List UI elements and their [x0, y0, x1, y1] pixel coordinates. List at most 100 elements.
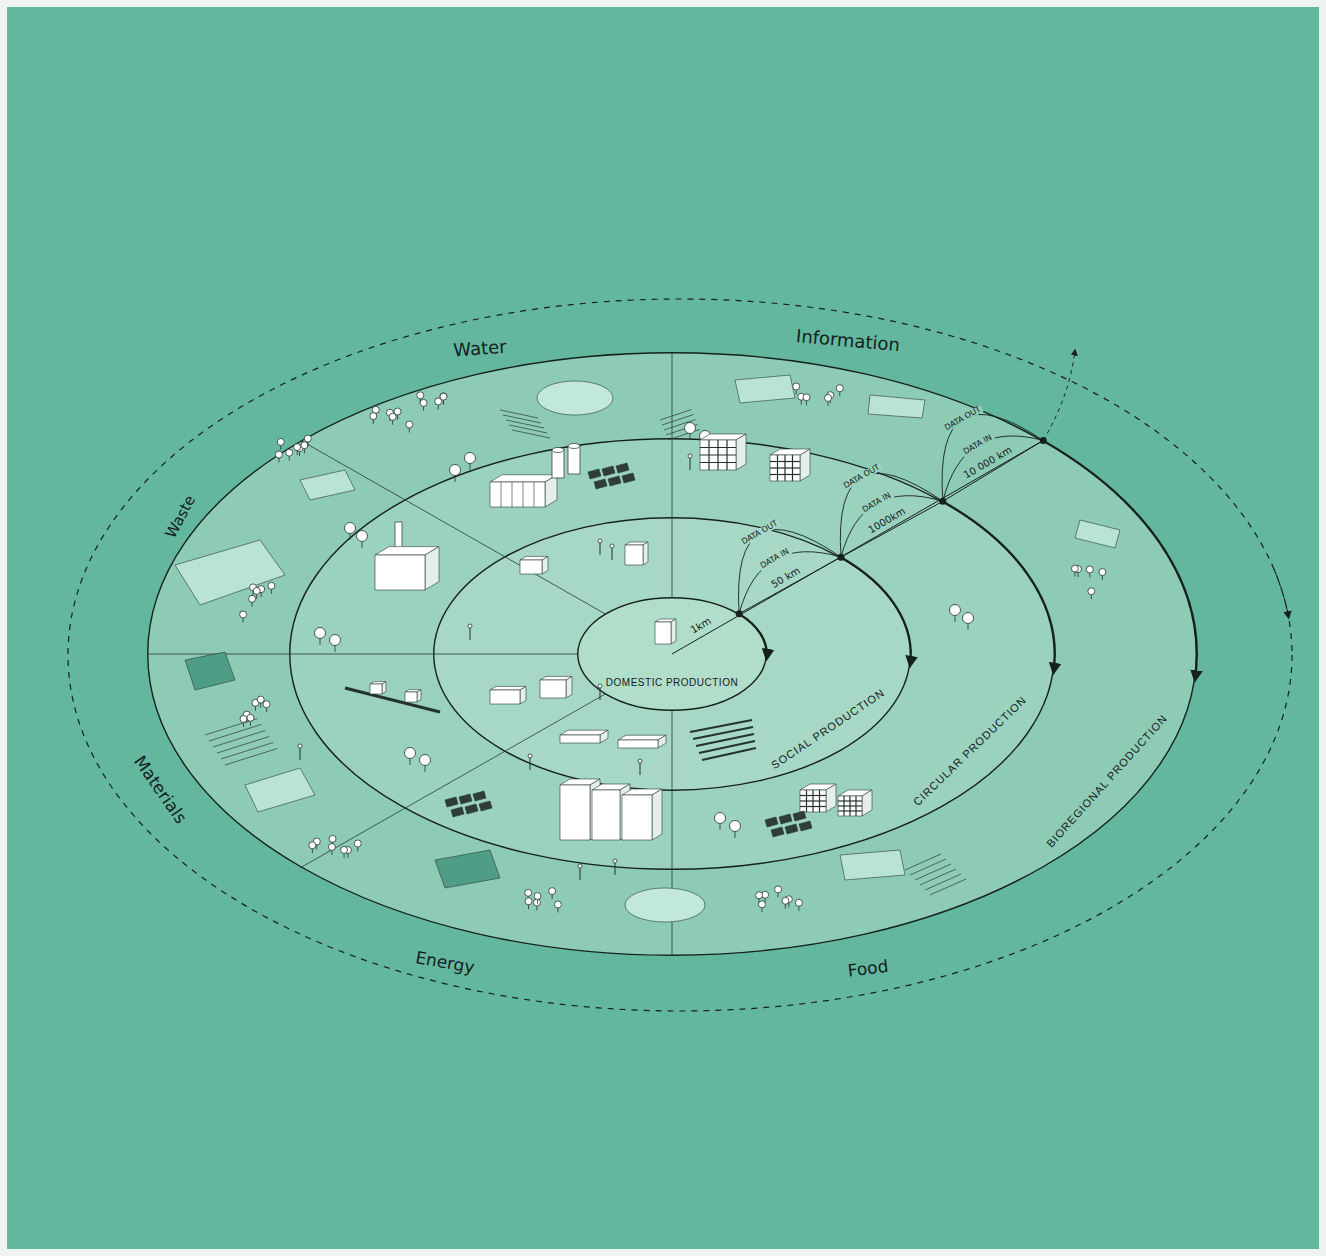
conveyor-load [370, 684, 382, 694]
tree [782, 897, 789, 904]
tree [758, 901, 765, 908]
home-unit-side [671, 619, 676, 644]
lattice-line [838, 805, 862, 806]
tree [294, 444, 301, 451]
round-tree [450, 465, 461, 476]
production-ring: DOMESTIC PRODUCTION [577, 597, 767, 711]
resource-label: Water [453, 337, 508, 361]
tree [370, 413, 377, 420]
person-head [598, 684, 602, 688]
person-head [613, 859, 617, 863]
person-head [688, 454, 692, 458]
tree [389, 413, 396, 420]
lattice-building-side [736, 434, 746, 470]
lattice-building [800, 790, 826, 812]
tree [286, 449, 293, 456]
person-head [528, 754, 532, 758]
lattice-line [700, 454, 736, 455]
person-body [470, 628, 471, 640]
machine [490, 690, 520, 704]
tree [534, 893, 541, 900]
lattice-building-side [800, 449, 810, 481]
resource-label: Food [847, 957, 890, 981]
workbench [560, 735, 600, 743]
tree [341, 846, 348, 853]
tree [301, 442, 308, 449]
ring-label: CIRCULAR PRODUCTION [911, 694, 1029, 809]
tree [253, 587, 260, 594]
lattice-line [726, 440, 727, 470]
lattice-line [855, 796, 856, 816]
tree [329, 835, 336, 842]
data-flow-label: DATA OUT [841, 462, 883, 491]
tree [533, 899, 540, 906]
lattice-line [800, 800, 826, 801]
tree [268, 582, 275, 589]
tree [1099, 569, 1106, 576]
tree [1088, 588, 1095, 595]
person-body [640, 763, 641, 775]
ring-outline [147, 352, 1197, 956]
tree [249, 595, 256, 602]
tree [263, 701, 270, 708]
round-tree [420, 755, 431, 766]
tower [622, 795, 652, 840]
tree [354, 840, 361, 847]
tree [554, 901, 561, 908]
tree [825, 394, 832, 401]
pond [537, 381, 613, 415]
silo-top [552, 448, 564, 453]
pond [625, 888, 705, 922]
round-tree [963, 613, 974, 624]
lattice-line [700, 462, 736, 463]
machine [540, 680, 566, 698]
sector-line [672, 352, 673, 597]
resource-label: Waste [163, 493, 200, 542]
lattice-line [838, 810, 862, 811]
tree [420, 399, 427, 406]
round-tree [950, 605, 961, 616]
lattice-line [792, 455, 793, 481]
distance-label: 50 km [768, 565, 804, 592]
silo [568, 446, 580, 474]
outward-arrow [1043, 350, 1075, 440]
round-tree [405, 748, 416, 759]
tree [549, 888, 556, 895]
tree [247, 714, 254, 721]
tree [440, 393, 447, 400]
tree [309, 842, 316, 849]
person-body [615, 863, 616, 875]
tree [525, 889, 532, 896]
field-patch [735, 375, 795, 403]
conveyor-load-side [417, 690, 421, 702]
data-flow-label: DATA OUT [942, 404, 984, 433]
tower-side [652, 789, 662, 840]
tree [304, 435, 311, 442]
lattice-building [700, 440, 736, 470]
person-head [610, 544, 614, 548]
data-flow-label: DATA IN [860, 490, 895, 515]
greenhouse-rib [512, 482, 513, 507]
tree [836, 385, 843, 392]
tree [1071, 565, 1078, 572]
machine-side [643, 542, 648, 565]
resource-label: Materials [130, 752, 191, 827]
ring-ellipse [290, 439, 1055, 870]
ring-label: BIOREGIONAL PRODUCTION [1044, 712, 1170, 850]
person-body [600, 688, 601, 700]
lattice-line [819, 790, 820, 812]
production-ring: CIRCULAR PRODUCTIONSOCIAL PRODUCTIONDOME… [289, 438, 1055, 870]
lattice-line [770, 474, 800, 475]
person-body [612, 548, 613, 560]
round-tree [685, 423, 696, 434]
ring-label: DOMESTIC PRODUCTION [606, 677, 738, 689]
tower [592, 790, 620, 840]
conveyor-load [405, 692, 417, 702]
round-tree [357, 531, 368, 542]
person-body [580, 868, 581, 880]
lattice-building [838, 796, 862, 816]
production-ring: BIOREGIONAL PRODUCTIONCIRCULAR PRODUCTIO… [147, 352, 1197, 956]
